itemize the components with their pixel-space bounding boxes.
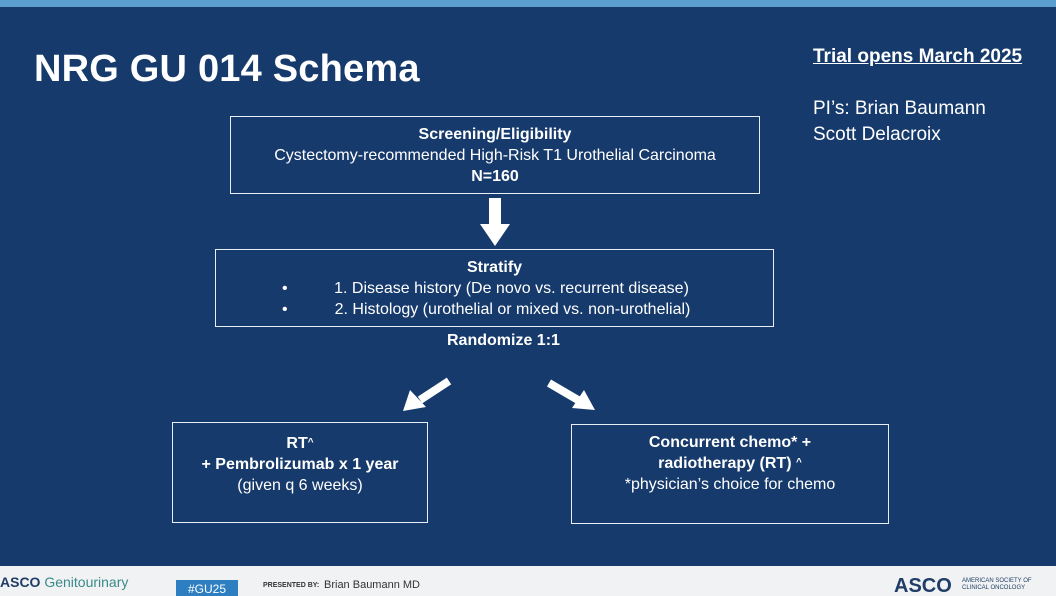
arrow-down-left-icon <box>403 377 452 411</box>
stratify-item: • 2. Histology (urothelial or mixed vs. … <box>216 299 773 320</box>
screening-criteria: Cystectomy-recommended High-Risk T1 Urot… <box>274 147 716 164</box>
arm-chemo-line-2: radiotherapy (RT) ^ <box>572 453 888 474</box>
arm-rt-pembrolizumab-box: RT^ + Pembrolizumab x 1 year (given q 6 … <box>172 422 428 523</box>
stratify-item: • 1. Disease history (De novo vs. recurr… <box>216 278 773 299</box>
arm-chemo-line-1: Concurrent chemo* + <box>648 434 812 451</box>
hashtag-badge: #GU25 <box>176 580 238 596</box>
arm-chemo-label: radiotherapy (RT) <box>658 455 792 472</box>
arm-rt-line-2: + Pembrolizumab x 1 year <box>201 456 399 473</box>
presented-by-label: PRESENTED BY: <box>263 582 320 589</box>
arrow-down-icon <box>480 198 510 246</box>
stratify-item-text: 1. Disease history (De novo vs. recurren… <box>334 280 689 297</box>
principal-investigators: PI’s: Brian Baumann Scott Delacroix <box>813 96 986 148</box>
slide-title: NRG GU 014 Schema <box>34 48 420 90</box>
arm-rt-line-1: RT^ <box>173 433 427 454</box>
arm-rt-line-3: (given q 6 weeks) <box>237 477 363 494</box>
arrow-down-right-icon <box>546 379 595 410</box>
bullet: • <box>282 280 288 297</box>
top-accent-bar <box>0 0 1056 7</box>
screening-sample-size: N=160 <box>471 168 519 185</box>
slide: NRG GU 014 Schema Trial opens March 2025… <box>0 0 1056 566</box>
arm-rt-label: RT <box>286 435 308 452</box>
stratify-heading: Stratify <box>466 259 523 276</box>
randomize-label: Randomize 1:1 <box>447 332 560 349</box>
stratify-item-text: 2. Histology (urothelial or mixed vs. no… <box>334 301 691 318</box>
caret-superscript: ^ <box>307 437 314 448</box>
stratify-list: • 1. Disease history (De novo vs. recurr… <box>216 278 773 320</box>
asco-logo: ASCO <box>894 575 952 596</box>
screening-heading: Screening/Eligibility <box>418 126 572 143</box>
caret-superscript: ^ <box>795 457 802 468</box>
asco-gu-logo: ASCO Genitourinary <box>0 574 129 590</box>
asco-logo-subtitle: AMERICAN SOCIETY OF CLINICAL ONCOLOGY <box>962 578 1032 591</box>
stratify-box: Stratify • 1. Disease history (De novo v… <box>215 249 774 327</box>
arm-chemo-rt-box: Concurrent chemo* + radiotherapy (RT) ^ … <box>571 424 889 524</box>
presenter-name: Brian Baumann MD <box>324 579 420 591</box>
arm-chemo-line-3: *physician’s choice for chemo <box>624 476 836 493</box>
trial-opens-note: Trial opens March 2025 <box>813 46 1023 67</box>
pi-line-1: PI’s: Brian Baumann <box>813 98 986 119</box>
flow-arrows <box>403 198 595 411</box>
screening-box: Screening/Eligibility Cystectomy-recomme… <box>230 116 760 194</box>
pi-line-2: Scott Delacroix <box>813 124 941 145</box>
footer-bar: ASCO Genitourinary #GU25 PRESENTED BY: B… <box>0 566 1056 596</box>
bullet: • <box>282 301 288 318</box>
